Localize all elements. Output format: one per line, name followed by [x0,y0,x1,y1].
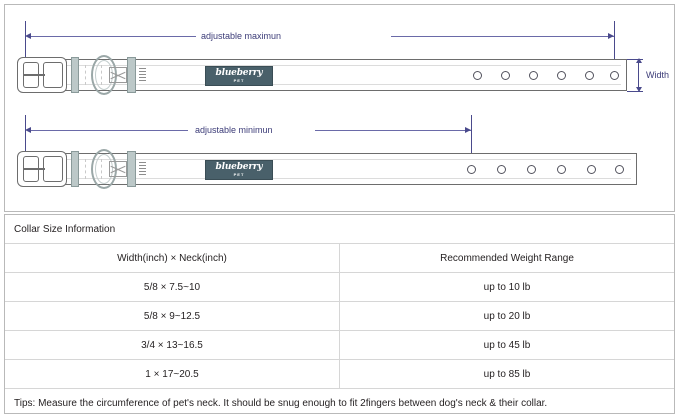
buckle-prong-upper [23,74,45,76]
rib-5-upper [139,80,146,81]
width-tick-top [627,59,643,60]
min-dimension-line-left [31,130,188,131]
hole-6-lower [615,165,624,174]
stitch-dash-1-lower [85,159,86,179]
table-header-row: Width(inch) × Neck(inch) Recommended Wei… [5,243,674,273]
rib-1-upper [139,68,146,69]
cell-weight: up to 20 lb [339,301,674,331]
min-arrow-left-head [25,127,31,133]
max-arrow-left-head [25,33,31,39]
keeper-loop-2-upper [127,57,136,93]
rib-3-lower [139,168,146,169]
table-caption-row: Collar Size Information [5,215,674,244]
stitch-dash-2-upper [101,65,102,85]
cell-size: 3/4 × 13~16.5 [5,330,340,360]
rib-4-upper [139,77,146,78]
buckle-right-plate-upper [43,62,63,88]
strap-inner-line-lower [21,159,631,179]
width-dimension-line [638,62,639,88]
table-row: 1 × 17~20.5 up to 85 lb [5,359,674,389]
rib-1-lower [139,162,146,163]
strap-inner-line-upper [21,65,621,85]
brand-patch-upper: blueberry PET [205,66,273,86]
min-extension-line-right [471,115,472,160]
max-arrow-right-head [608,33,614,39]
tips-text: Tips: Measure the circumference of pet's… [14,397,548,409]
max-dimension-line-right [391,36,614,37]
hole-6-upper [610,71,619,80]
width-tick-bottom [627,91,643,92]
width-arrow-up-head [636,58,642,63]
cell-weight: up to 45 lb [339,330,674,360]
keeper-loop-1-upper [71,57,79,93]
table-row: 3/4 × 13~16.5 up to 45 lb [5,330,674,360]
hole-2-upper [501,71,510,80]
brand-wordmark-upper: blueberry [215,68,263,78]
buckle-right-plate-lower [43,156,63,182]
rib-5-lower [139,174,146,175]
table-caption: Collar Size Information [5,215,674,244]
table-tips-row: Tips: Measure the circumference of pet's… [5,389,674,418]
table-row: 5/8 × 9~12.5 up to 20 lb [5,301,674,331]
min-dimension-line-right [315,130,471,131]
x-stitch-box-upper [109,67,127,83]
collar-diagram-panel: adjustable maximun blueberry PET [4,4,675,212]
table-row: 5/8 × 7.5~10 up to 10 lb [5,272,674,302]
stitch-dash-2-lower [101,159,102,179]
min-extension-line-left [25,115,26,160]
stitch-dash-1-upper [85,65,86,85]
hole-4-lower [557,165,566,174]
cell-size: 5/8 × 7.5~10 [5,272,340,302]
hole-3-lower [527,165,536,174]
collar-size-table: Collar Size Information Width(inch) × Ne… [5,215,674,417]
max-dimension-line-left [31,36,196,37]
buckle-prong-lower [23,168,45,170]
rib-2-upper [139,71,146,72]
max-dimension-label: adjustable maximun [201,31,282,41]
hole-1-upper [473,71,482,80]
column-header-size: Width(inch) × Neck(inch) [5,243,340,273]
max-extension-line-left [25,21,26,66]
min-dimension-label: adjustable minimun [195,125,273,135]
collar-size-table-panel: Collar Size Information Width(inch) × Ne… [4,214,675,414]
cell-weight: up to 10 lb [339,272,674,302]
hole-5-upper [585,71,594,80]
hole-1-lower [467,165,476,174]
rib-2-lower [139,165,146,166]
cell-size: 1 × 17~20.5 [5,359,340,389]
hole-5-lower [587,165,596,174]
width-label: Width [646,70,670,80]
brand-subtext-upper: PET [233,78,245,83]
brand-subtext-lower: PET [233,172,245,177]
keeper-loop-2-lower [127,151,136,187]
brand-wordmark-lower: blueberry [215,162,263,172]
cell-weight: up to 85 lb [339,359,674,389]
min-arrow-right-head [465,127,471,133]
hole-2-lower [497,165,506,174]
column-header-weight: Recommended Weight Range [339,243,674,273]
x-stitch-box-lower [109,161,127,177]
width-arrow-down-head [636,87,642,92]
rib-3-upper [139,74,146,75]
hole-3-upper [529,71,538,80]
rib-4-lower [139,171,146,172]
hole-4-upper [557,71,566,80]
strap-body-upper [19,59,627,91]
max-extension-line-right [614,21,615,66]
keeper-loop-1-lower [71,151,79,187]
cell-size: 5/8 × 9~12.5 [5,301,340,331]
brand-patch-lower: blueberry PET [205,160,273,180]
